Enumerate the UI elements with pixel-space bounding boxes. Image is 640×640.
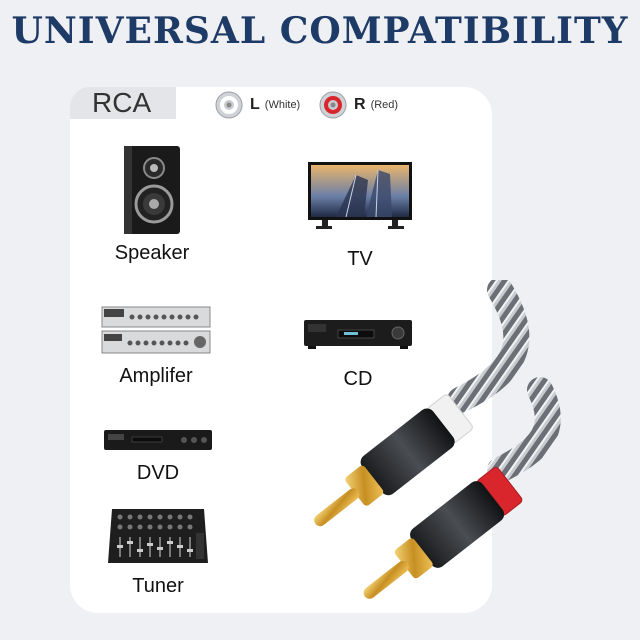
device-dvd: DVD (68, 428, 248, 485)
dvd-player-icon (104, 430, 212, 450)
device-label-dvd: DVD (136, 462, 180, 484)
red-jack-icon (319, 91, 347, 119)
device-label-amplifier: Amplifer (119, 365, 193, 387)
mixer-icon (108, 509, 208, 563)
device-amplifier: Amplifer (66, 305, 246, 388)
legend-right-color: (Red) (370, 99, 399, 111)
legend-left-letter: L (250, 96, 260, 113)
device-label-cd: CD (343, 368, 373, 390)
cd-player-icon (304, 320, 412, 349)
legend-left-color: (White) (264, 99, 301, 111)
device-tuner: Tuner (68, 503, 248, 598)
device-speaker: Speaker (62, 144, 242, 265)
tv-icon (308, 162, 412, 229)
connector-type-label: RCA (70, 87, 176, 119)
device-label-tuner: Tuner (132, 575, 184, 597)
legend-right-letter: R (354, 96, 366, 113)
device-tv: TV (270, 160, 450, 271)
white-jack-icon (215, 91, 243, 119)
legend-right-channel: R (Red) (318, 90, 398, 120)
amplifier-icon (101, 306, 211, 354)
legend-left-channel: L (White) (214, 90, 300, 120)
device-label-tv: TV (347, 248, 373, 270)
page-title: UNIVERSAL COMPATIBILITY (11, 10, 629, 52)
device-cd: CD (268, 318, 448, 391)
rca-cable-image (314, 280, 561, 599)
device-label-speaker: Speaker (114, 242, 190, 264)
speaker-icon (124, 146, 180, 234)
